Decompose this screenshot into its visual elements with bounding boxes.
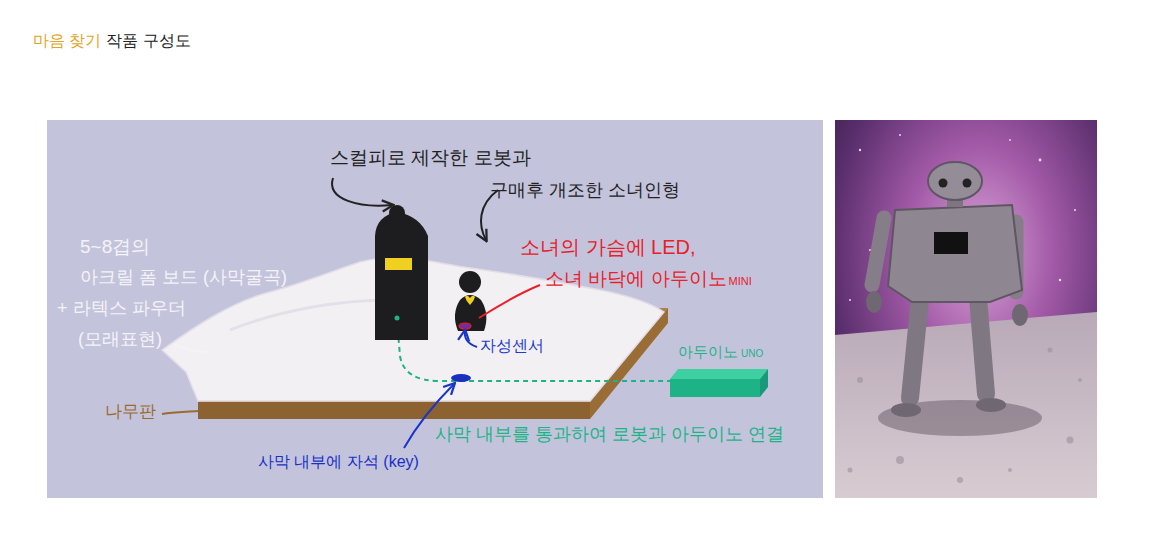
robot-figure [375,212,428,340]
wire [397,320,672,381]
panel-ground [47,120,823,498]
sensor-label: 자성센서 [480,337,544,355]
photo-ground [835,312,1097,498]
leader-line [479,285,540,318]
material-note: (모래표현) [78,329,162,350]
board-top [670,369,768,379]
wire-dot [395,316,400,321]
arduino-board: 아두이노UNO [668,343,772,401]
leader-arrow [332,178,392,206]
material-note: 아크릴 폼 보드 (사막굴곡) [80,267,287,288]
board-name: 아두이노 [678,343,738,360]
desert-shade [230,300,390,330]
leader-arrow [465,331,477,347]
note: 구매후 개조한 소녀인형 [490,180,680,201]
doll-body [455,295,486,331]
wire-note: 사막 내부를 통과하여 로봇과 아두이노 연결 [435,424,784,445]
board-note: MINI [729,275,752,288]
part-name: 나무판 [105,402,156,422]
photo-background [835,120,1097,498]
material-note: 5~8겹의 [80,236,150,258]
robot-head [389,205,405,221]
leader-line [162,411,198,414]
board-heading: 아두이노UNO [668,343,772,361]
board-shape [668,367,772,401]
leader-line [174,344,208,352]
board-front [198,402,590,419]
robot-shadow [878,400,1042,436]
stars [849,134,1076,301]
note: 스컬피로 제작한 로봇과 [330,147,531,169]
board-side [760,369,768,397]
magnet-label: 사막 내부에 자석 (key) [258,453,419,471]
subtitle: 작품 구성도 [106,32,190,50]
sensor-dot [459,323,471,329]
board-name: UNO [741,348,763,359]
board-front [670,379,760,397]
doll-head [459,271,481,293]
led-note: 소녀의 가슴에 LED, [520,236,696,259]
material-note: + 라텍스 파우더 [57,298,186,319]
ground-texture [848,348,1083,484]
board-note: 소녀 바닥에 아두이노 [545,268,727,290]
led-heart [465,296,475,305]
magnet [451,374,471,382]
robot-screen [385,258,412,270]
title: 마음 찾기 [33,32,101,50]
robot-photo [866,162,1028,417]
